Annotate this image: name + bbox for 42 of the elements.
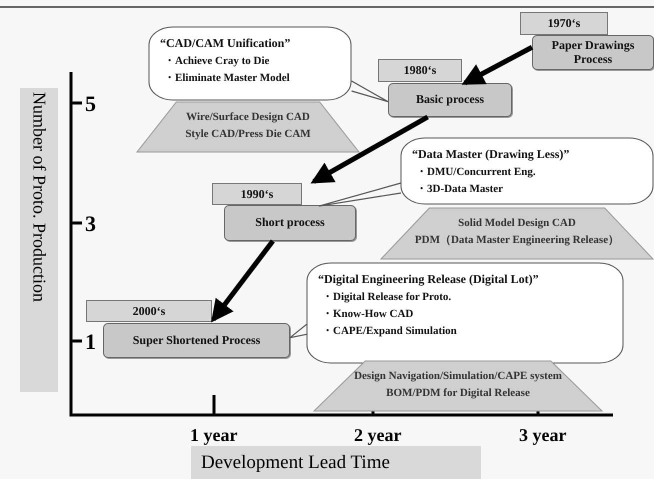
bubble-pointer	[318, 182, 402, 207]
process-box: Paper Drawings Process	[532, 35, 654, 70]
bullet-item: ・DMU/Concurrent Eng.	[416, 164, 537, 180]
process-box: Short process	[224, 205, 356, 241]
decade-tag: 1990‘s	[212, 183, 302, 205]
tick-label: 1	[85, 329, 96, 355]
speech-bubble	[306, 262, 624, 364]
bullet-item: ・Digital Release for Proto.	[322, 290, 452, 305]
tick-label: 3 year	[519, 425, 566, 446]
axis-title: Number of Proto. Production	[20, 88, 58, 392]
process-box: Basic process	[388, 83, 512, 117]
bubble-heading: “Data Master (Drawing Less)”	[412, 146, 570, 163]
speech-bubble	[148, 26, 352, 101]
bullet-item: ・CAPE/Expand Simulation	[322, 324, 458, 339]
speech-bubble	[400, 137, 654, 205]
bubble-pointer	[289, 324, 308, 338]
bubble-heading: “Digital Engineering Release (Digital Lot)”	[318, 271, 540, 288]
trapezoid-band	[313, 360, 603, 412]
band-text: Design Navigation/Simulation/CAPE system	[353, 369, 563, 384]
band-text: PDM（Data Master Engineering Release）	[414, 233, 620, 248]
tick-label: 5	[85, 91, 96, 117]
tick-label: 3	[85, 211, 96, 237]
trapezoid-band	[380, 207, 654, 260]
decade-tag: 1970‘s	[520, 12, 608, 35]
process-box: Super Shortened Process	[103, 323, 290, 358]
bullet-item: ・Eliminate Master Model	[164, 70, 291, 86]
band-text: Style CAD/Press Die CAM	[184, 127, 312, 142]
tick-label: 2 year	[354, 425, 402, 446]
decade-tag: 2000‘s	[86, 300, 212, 322]
bullet-item: ・Achieve Cray to Die	[164, 54, 270, 69]
band-text: Solid Model Design CAD	[457, 216, 577, 231]
bullet-item: ・3D-Data Master	[416, 182, 504, 197]
bubble-heading: “CAD/CAM Unification”	[160, 35, 292, 52]
bubble-pointer	[350, 80, 389, 102]
arrow	[211, 240, 275, 322]
bullet-item: ・Know-How CAD	[322, 306, 414, 322]
trapezoid-band	[136, 101, 360, 153]
axis-title: Development Lead Time	[191, 446, 481, 479]
band-text: Wire/Surface Design CAD	[185, 110, 311, 125]
decade-tag: 1980‘s	[378, 59, 462, 82]
tick-label: 1 year	[190, 425, 238, 446]
band-text: BOM/PDM for Digital Release	[385, 386, 531, 402]
